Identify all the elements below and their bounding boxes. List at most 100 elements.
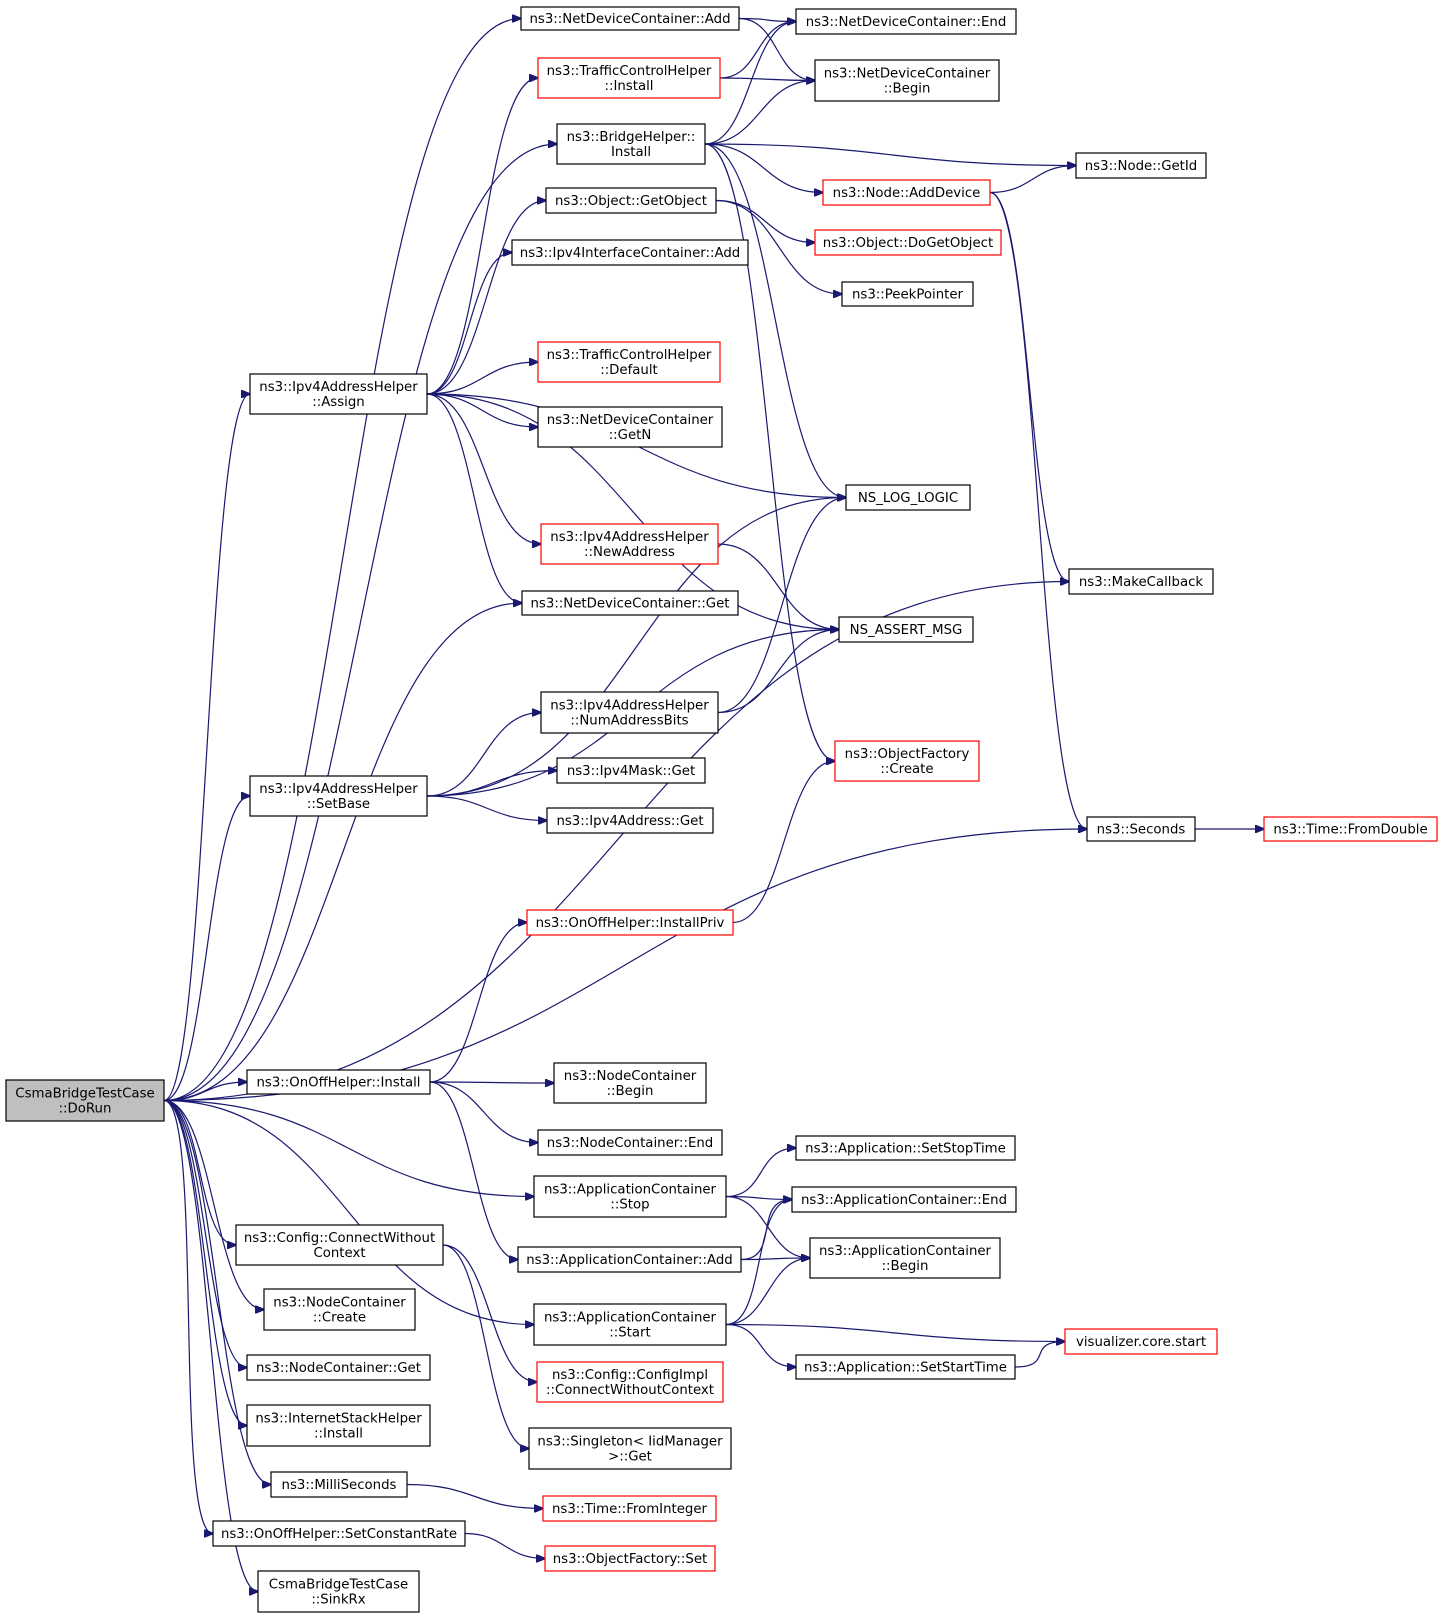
call-graph-node-applicationcontainer-add[interactable]: ns3::ApplicationContainer::Add xyxy=(517,1246,742,1273)
call-graph-node-singleton-iidmanager-get-box xyxy=(528,1427,732,1470)
call-graph-node-csmabridgetestcase-sinkrx[interactable]: CsmaBridgeTestCase::SinkRx xyxy=(257,1570,420,1613)
call-graph-node-applicationcontainer-end-box xyxy=(791,1186,1017,1213)
call-graph-node-configimpl-connectwithoutcontext-label-line-1: ns3::Config::ConfigImpl xyxy=(552,1368,708,1383)
call-edge-bridge_install-to-ndc_begin xyxy=(704,81,815,145)
call-graph-node-netdevicecontainer-get[interactable]: ns3::NetDeviceContainer::Get xyxy=(521,590,739,616)
call-graph-node-onoffhelper-install[interactable]: ns3::OnOffHelper::Install xyxy=(246,1069,431,1095)
call-graph-node-ipv4addresshelper-assign[interactable]: ns3::Ipv4AddressHelper::Assign xyxy=(249,373,428,415)
call-graph-node-ipv4addresshelper-newaddress-label-line-2: ::NewAddress xyxy=(584,545,675,560)
call-graph-node-node-adddevice[interactable]: ns3::Node::AddDevice xyxy=(822,179,991,206)
call-graph-node-singleton-iidmanager-get[interactable]: ns3::Singleton< IidManager >::Get xyxy=(528,1427,732,1470)
call-graph-node-time-frominteger[interactable]: ns3::Time::FromInteger xyxy=(542,1495,717,1522)
call-graph-node-onoffhelper-setconstantrate[interactable]: ns3::OnOffHelper::SetConstantRate xyxy=(212,1520,466,1547)
call-edge-root-to-ipv4ah_assign xyxy=(163,394,250,1102)
call-edge-bridge_install-to-node_getid xyxy=(704,143,1076,166)
call-graph-node-milliseconds[interactable]: ns3::MilliSeconds xyxy=(270,1471,408,1498)
call-edge-ac_start-to-app_setstarttime xyxy=(725,1323,796,1368)
call-graph-node-configimpl-connectwithoutcontext[interactable]: ns3::Config::ConfigImpl::ConnectWithoutC… xyxy=(536,1361,724,1403)
call-graph-node-nodecontainer-begin-label-line-2: ::Begin xyxy=(607,1084,654,1099)
call-graph-node-ipv4address-get[interactable]: ns3::Ipv4Address::Get xyxy=(546,807,714,834)
call-graph-node-milliseconds-box xyxy=(270,1471,408,1498)
call-edge-ipv4ah_assign-to-ipv4ah_newaddress xyxy=(426,393,541,544)
call-edge-tch_install-to-ndc_begin xyxy=(719,78,815,81)
call-graph-node-peekpointer[interactable]: ns3::PeekPointer xyxy=(841,281,974,307)
call-graph-node-ns-log-logic-label-line-1: NS_LOG_LOGIC xyxy=(858,491,958,506)
call-graph-node-applicationcontainer-stop[interactable]: ns3::ApplicationContainer::Stop xyxy=(533,1175,727,1218)
call-graph-node-netdevicecontainer-getn-box xyxy=(537,406,723,448)
call-edge-ipv4ah_assign-to-ndc_get xyxy=(426,393,522,603)
call-edge-ipv4ah_assign-to-tch_default xyxy=(426,362,538,395)
call-graph-node-netdevicecontainer-getn[interactable]: ns3::NetDeviceContainer::GetN xyxy=(537,406,723,448)
call-graph-node-time-fromdouble[interactable]: ns3::Time::FromDouble xyxy=(1263,816,1438,842)
call-graph-node-ipv4addresshelper-assign-label-line-2: ::Assign xyxy=(312,395,364,410)
call-graph-node-seconds[interactable]: ns3::Seconds xyxy=(1086,816,1196,842)
call-edge-ipv4ah_assign-to-ipv4ic_add xyxy=(426,253,512,395)
call-graph-node-ipv4addresshelper-newaddress[interactable]: ns3::Ipv4AddressHelper::NewAddress xyxy=(540,523,719,565)
call-graph-node-nodecontainer-end-box xyxy=(537,1129,723,1156)
call-graph-node-nodecontainer-end[interactable]: ns3::NodeContainer::End xyxy=(537,1129,723,1156)
call-graph-node-object-getobject[interactable]: ns3::Object::GetObject xyxy=(545,187,717,214)
call-graph-node-internetstackhelper-install[interactable]: ns3::InternetStackHelper::Install xyxy=(246,1404,431,1447)
call-graph-node-config-connectwithoutcontext[interactable]: ns3::Config::ConnectWithoutContext xyxy=(235,1224,444,1266)
call-graph-node-ipv4addresshelper-numaddressbits-label-line-1: ns3::Ipv4AddressHelper xyxy=(550,699,709,714)
call-graph-node-milliseconds-label-line-1: ns3::MilliSeconds xyxy=(282,1478,397,1493)
call-graph-node-applicationcontainer-start[interactable]: ns3::ApplicationContainer::Start xyxy=(533,1303,727,1346)
call-graph-node-ipv4addresshelper-numaddressbits[interactable]: ns3::Ipv4AddressHelper::NumAddressBits xyxy=(540,691,719,734)
call-graph-node-object-getobject-label-line-1: ns3::Object::GetObject xyxy=(555,194,707,209)
call-graph-node-seconds-label-line-1: ns3::Seconds xyxy=(1097,823,1186,838)
call-graph-node-applicationcontainer-begin[interactable]: ns3::ApplicationContainer::Begin xyxy=(809,1237,1001,1279)
call-graph-node-trafficcontrolhelper-install[interactable]: ns3::TrafficControlHelper::Install xyxy=(537,57,721,99)
call-edge-ipv4ah_assign-to-obj_getobject xyxy=(426,201,546,395)
call-edge-ac_start-to-ac_begin xyxy=(725,1258,810,1326)
call-graph-node-netdevicecontainer-begin[interactable]: ns3::NetDeviceContainer::Begin xyxy=(814,59,1000,102)
call-graph-node-application-setstarttime[interactable]: ns3::Application::SetStartTime xyxy=(795,1354,1016,1380)
call-graph-node-ipv4addresshelper-setbase[interactable]: ns3::Ipv4AddressHelper::SetBase xyxy=(249,775,428,817)
call-graph-node-netdevicecontainer-end[interactable]: ns3::NetDeviceContainer::End xyxy=(795,8,1017,35)
call-graph-node-netdevicecontainer-end-label-line-1: ns3::NetDeviceContainer::End xyxy=(806,15,1007,30)
call-graph-node-objectfactory-create[interactable]: ns3::ObjectFactory::Create xyxy=(834,740,980,782)
call-graph-node-time-fromdouble-label-line-1: ns3::Time::FromDouble xyxy=(1273,823,1427,838)
call-graph-node-netdevicecontainer-add[interactable]: ns3::NetDeviceContainer::Add xyxy=(520,6,740,31)
call-graph-node-ipv4addresshelper-setbase-box xyxy=(249,775,428,817)
call-graph-node-csmabridgetestcase-dorun[interactable]: CsmaBridgeTestCase::DoRun xyxy=(5,1079,165,1122)
call-graph-node-nodecontainer-get[interactable]: ns3::NodeContainer::Get xyxy=(246,1354,431,1381)
call-graph-node-application-setstoptime[interactable]: ns3::Application::SetStopTime xyxy=(795,1135,1016,1161)
call-graph-node-object-dogetobject[interactable]: ns3::Object::DoGetObject xyxy=(814,229,1002,256)
call-edge-ipv4ah_setbase-to-ns_log_logic xyxy=(426,498,846,797)
call-graph-node-applicationcontainer-begin-label-line-2: ::Begin xyxy=(882,1259,929,1274)
call-graph-node-applicationcontainer-add-box xyxy=(517,1246,742,1273)
call-graph-node-trafficcontrolhelper-default[interactable]: ns3::TrafficControlHelper::Default xyxy=(537,341,721,383)
call-graph-node-applicationcontainer-end[interactable]: ns3::ApplicationContainer::End xyxy=(791,1186,1017,1213)
call-graph-node-config-connectwithoutcontext-label-line-1: ns3::Config::ConnectWithout xyxy=(244,1231,435,1246)
call-edge-milliseconds-to-time_frominteger xyxy=(406,1483,543,1509)
call-graph-node-configimpl-connectwithoutcontext-label-line-2: ::ConnectWithoutContext xyxy=(546,1383,714,1398)
call-edge-root-to-ish_install xyxy=(163,1099,247,1426)
call-graph-node-makecallback[interactable]: ns3::MakeCallback xyxy=(1068,568,1214,595)
call-edge-root-to-ndc_get xyxy=(163,603,522,1102)
call-edge-config_cwc-to-singleton_get xyxy=(442,1244,529,1449)
call-graph-node-nodecontainer-create[interactable]: ns3::NodeContainer::Create xyxy=(263,1288,416,1331)
call-graph-node-objectfactory-set[interactable]: ns3::ObjectFactory::Set xyxy=(544,1545,716,1572)
call-graph-node-internetstackhelper-install-label-line-2: ::Install xyxy=(314,1427,363,1442)
call-graph-node-netdevicecontainer-begin-label-line-1: ns3::NetDeviceContainer xyxy=(824,67,991,82)
call-edge-root-to-ac_stop xyxy=(163,1099,534,1197)
call-graph-node-visualizer-core-start[interactable]: visualizer.core.start xyxy=(1064,1328,1218,1355)
call-graph-node-objectfactory-set-box xyxy=(544,1545,716,1572)
call-edges xyxy=(163,17,1264,1592)
call-graph-node-onoffhelper-installpriv[interactable]: ns3::OnOffHelper::InstallPriv xyxy=(526,909,734,936)
call-graph-node-ipv4mask-get[interactable]: ns3::Ipv4Mask::Get xyxy=(556,757,706,784)
call-graph-node-node-adddevice-label-line-1: ns3::Node::AddDevice xyxy=(833,186,981,201)
call-edge-ndc_add-to-ndc_begin xyxy=(738,17,815,81)
call-graph-node-ns-log-logic[interactable]: NS_LOG_LOGIC xyxy=(845,484,971,511)
call-graph-node-node-getid[interactable]: ns3::Node::GetId xyxy=(1075,152,1207,179)
call-graph-node-bridgehelper-install[interactable]: ns3::BridgeHelper::Install xyxy=(556,123,706,165)
call-graph-node-nodecontainer-begin[interactable]: ns3::NodeContainer::Begin xyxy=(553,1062,707,1104)
call-edge-root-to-ndc_add xyxy=(163,19,521,1102)
call-graph-node-configimpl-connectwithoutcontext-box xyxy=(536,1361,724,1403)
call-graph-node-ns-assert-msg[interactable]: NS_ASSERT_MSG xyxy=(838,616,974,643)
call-graph-node-objectfactory-create-box xyxy=(834,740,980,782)
call-graph-node-ipv4interfacecontainer-add[interactable]: ns3::Ipv4InterfaceContainer::Add xyxy=(511,239,749,266)
call-graph-node-netdevicecontainer-end-box xyxy=(795,8,1017,35)
call-graph-node-csmabridgetestcase-sinkrx-label-line-2: ::SinkRx xyxy=(311,1593,365,1608)
